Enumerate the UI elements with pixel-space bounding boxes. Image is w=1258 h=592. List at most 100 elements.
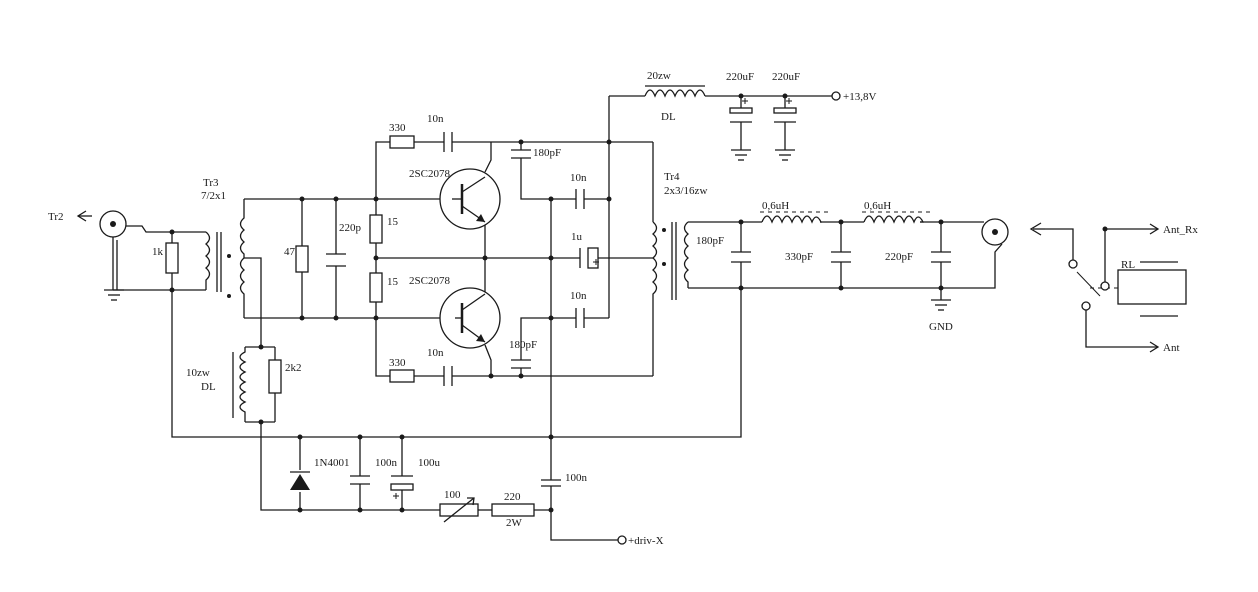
label-c10n-mid-top: 10n bbox=[570, 172, 587, 184]
diode-1n4001 bbox=[290, 471, 310, 490]
antenna-arrow-icon bbox=[1029, 222, 1045, 236]
resistor-2k2 bbox=[268, 359, 282, 394]
ground-icon bbox=[731, 149, 751, 161]
polarity-marks bbox=[393, 98, 792, 499]
label-c10n-mid-bottom: 10n bbox=[570, 290, 587, 302]
relay-coil bbox=[1117, 269, 1187, 305]
label-c220uf-1: 220uF bbox=[726, 71, 754, 83]
label-r2k2: 2k2 bbox=[285, 362, 302, 374]
label-r220: 220 bbox=[504, 491, 521, 503]
label-pot100: 100 bbox=[444, 489, 461, 501]
junction-dots bbox=[169, 93, 1108, 513]
resistor-330-top bbox=[389, 135, 415, 149]
capacitor-100n-drive bbox=[541, 479, 561, 487]
relay-contact-ant bbox=[1081, 301, 1091, 311]
label-supply: +13,8V bbox=[843, 91, 876, 103]
label-dl-top: 20zw bbox=[647, 70, 671, 82]
label-tr4: Tr4 bbox=[664, 171, 680, 183]
label-r220-w: 2W bbox=[506, 517, 523, 529]
label-c10n-top: 10n bbox=[427, 113, 444, 125]
label-dl-top-name: DL bbox=[661, 111, 676, 123]
transistor-q2 bbox=[439, 287, 501, 349]
capacitor-220pf bbox=[931, 251, 951, 263]
label-c100n-drive: 100n bbox=[565, 472, 588, 484]
label-d1: 1N4001 bbox=[314, 457, 349, 469]
capacitor-180pf-bottom bbox=[511, 359, 531, 369]
label-c1u: 1u bbox=[571, 231, 583, 243]
label-tr3-spec: 7/2x1 bbox=[201, 190, 226, 202]
label-c220pf: 220pF bbox=[885, 251, 913, 263]
label-q2: 2SC2078 bbox=[409, 275, 450, 287]
inductor-dl-bias bbox=[232, 347, 247, 422]
label-tr3: Tr3 bbox=[203, 177, 219, 189]
label-q1: 2SC2078 bbox=[409, 168, 450, 180]
capacitor-10n-bottom bbox=[443, 366, 453, 386]
label-r1k: 1k bbox=[152, 246, 164, 258]
capacitor-1u bbox=[579, 247, 599, 269]
label-r15-bottom: 15 bbox=[387, 276, 399, 288]
transistor-q1 bbox=[439, 168, 501, 230]
capacitor-220uf-1 bbox=[729, 107, 753, 123]
label-c100n-bias: 100n bbox=[375, 457, 398, 469]
capacitor-180pf-top bbox=[511, 149, 531, 159]
resistor-330-bottom bbox=[389, 369, 415, 383]
ground-icon bbox=[104, 289, 124, 301]
label-gnd: GND bbox=[929, 321, 953, 333]
label-ant-rx: Ant_Rx bbox=[1163, 224, 1198, 236]
driver-terminal bbox=[617, 535, 627, 545]
label-c180pf-out: 180pF bbox=[696, 235, 724, 247]
tr2-arrow-icon bbox=[76, 210, 92, 222]
capacitor-220uf-2 bbox=[773, 107, 797, 123]
label-dl-left-name: DL bbox=[201, 381, 216, 393]
label-rl: RL bbox=[1121, 259, 1135, 271]
capacitor-220p bbox=[326, 253, 346, 267]
input-connector bbox=[99, 210, 127, 290]
label-c180pf-top: 180pF bbox=[533, 147, 561, 159]
inductor-dl-supply bbox=[644, 89, 706, 98]
ant-rx-arrow-icon bbox=[1149, 223, 1160, 235]
output-connector bbox=[981, 218, 1009, 246]
relay-contact-rx bbox=[1068, 259, 1078, 269]
supply-terminal bbox=[831, 91, 841, 101]
capacitor-330pf bbox=[831, 251, 851, 263]
label-r47: 47 bbox=[284, 246, 296, 258]
label-c100u: 100u bbox=[418, 457, 441, 469]
inductor-core-marks bbox=[645, 85, 932, 213]
capacitor-100u bbox=[390, 475, 414, 491]
resistor-220-2w bbox=[491, 503, 535, 517]
resistor-15-top bbox=[369, 214, 383, 244]
ground-icon bbox=[931, 299, 951, 311]
label-l2: 0,6uH bbox=[864, 200, 891, 212]
label-dl-left: 10zw bbox=[186, 367, 210, 379]
label-r330-top: 330 bbox=[389, 122, 406, 134]
circuit-wires bbox=[113, 95, 1178, 541]
label-c330pf: 330pF bbox=[785, 251, 813, 263]
ground-icon bbox=[775, 149, 795, 161]
label-r15-top: 15 bbox=[387, 216, 399, 228]
label-c220p: 220p bbox=[339, 222, 362, 234]
resistor-15-bottom bbox=[369, 272, 383, 303]
capacitor-10n-mid-top bbox=[575, 189, 585, 209]
label-tr4-spec: 2x3/16zw bbox=[664, 185, 707, 197]
inductor-l2 bbox=[863, 215, 925, 224]
label-c10n-bottom: 10n bbox=[427, 347, 444, 359]
label-ant: Ant bbox=[1163, 342, 1180, 354]
resistor-1k bbox=[165, 242, 179, 274]
label-tr2: Tr2 bbox=[48, 211, 64, 223]
transformer-tr3 bbox=[205, 199, 245, 318]
label-l1: 0,6uH bbox=[762, 200, 789, 212]
label-c220uf-2: 220uF bbox=[772, 71, 800, 83]
label-r330-bottom: 330 bbox=[389, 357, 406, 369]
capacitor-10n-top bbox=[443, 132, 453, 152]
relay-contact-common bbox=[1100, 281, 1110, 291]
label-driv: +driv-X bbox=[628, 535, 664, 547]
capacitor-180pf-out bbox=[731, 251, 751, 263]
capacitor-10n-mid-bottom bbox=[575, 308, 585, 328]
transformer-tr4 bbox=[652, 221, 689, 300]
inductor-l1 bbox=[761, 215, 823, 224]
resistor-47 bbox=[295, 245, 309, 273]
potentiometer-100 bbox=[439, 497, 479, 523]
ant-arrow-icon bbox=[1149, 341, 1160, 353]
label-c180pf-bottom: 180pF bbox=[509, 339, 537, 351]
capacitor-100n-bias bbox=[350, 475, 370, 485]
